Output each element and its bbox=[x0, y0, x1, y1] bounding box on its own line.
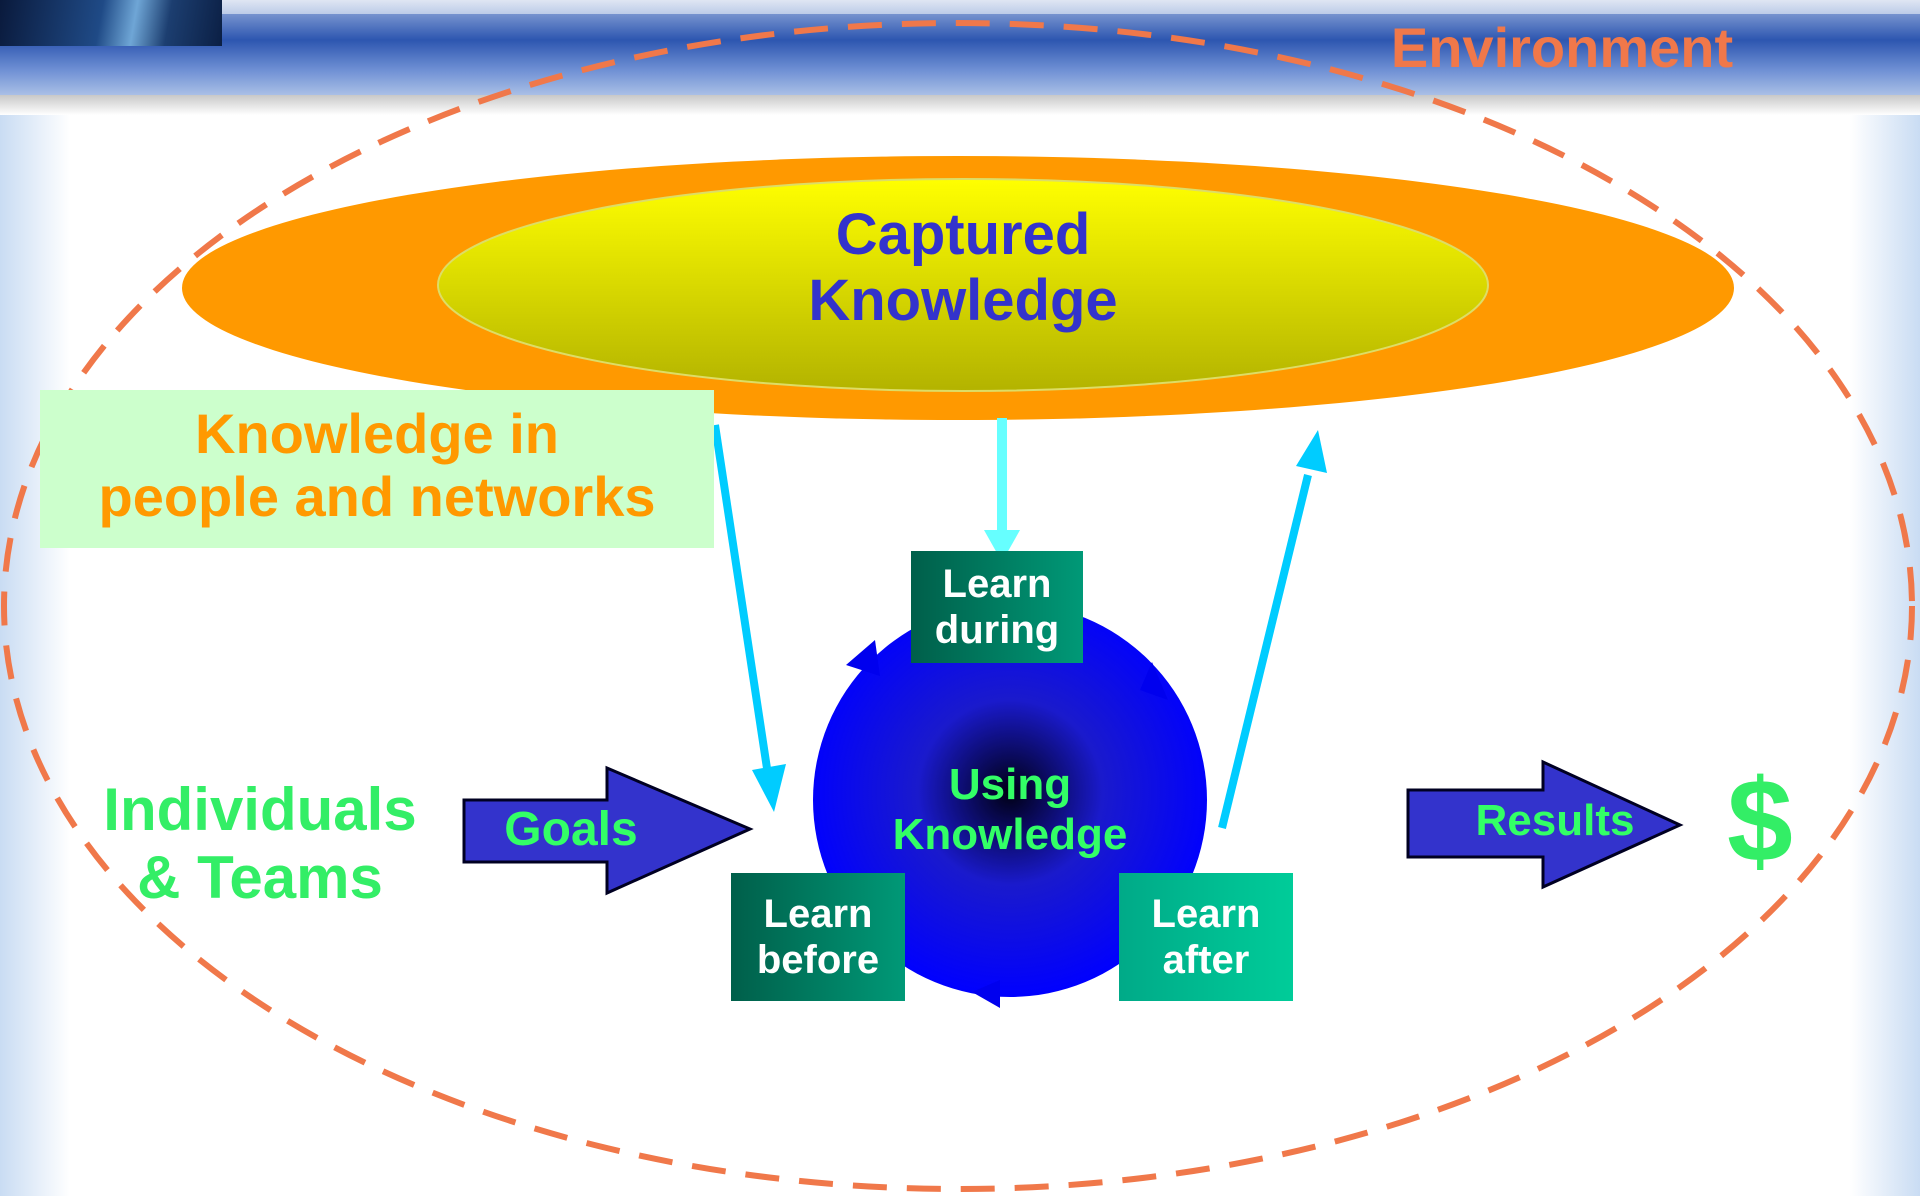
environment-label: Environment bbox=[1390, 16, 1734, 79]
arrow-after-to-captured bbox=[1218, 430, 1327, 829]
environment-boundary bbox=[1, 20, 1915, 1192]
goals-label: Goals bbox=[504, 803, 638, 856]
arrow-people-to-using bbox=[711, 424, 786, 812]
individuals-teams-label: Individuals & Teams bbox=[103, 776, 417, 911]
header-logo-image bbox=[0, 0, 222, 46]
results-arrow bbox=[1406, 759, 1684, 890]
arrow-captured-to-during bbox=[984, 418, 1020, 562]
learn-before-box: Learn before bbox=[731, 873, 905, 1001]
results-label: Results bbox=[1475, 796, 1635, 845]
learn-during-box: Learn during bbox=[911, 551, 1083, 663]
cycle-arrowhead-top-right bbox=[1140, 662, 1168, 700]
captured-knowledge-label: Captured Knowledge bbox=[808, 202, 1118, 333]
dollar-symbol: $ bbox=[1727, 755, 1793, 887]
captured-knowledge-inner-ellipse bbox=[437, 178, 1489, 392]
using-knowledge-label: Using Knowledge bbox=[892, 760, 1128, 859]
cycle-arrowhead-bottom bbox=[972, 980, 1000, 1008]
header-banner bbox=[0, 0, 1920, 95]
goals-arrow bbox=[462, 765, 754, 896]
cycle-arrowhead-top-left bbox=[846, 640, 880, 676]
knowledge-in-people-box bbox=[40, 390, 714, 548]
knowledge-in-people-label: Knowledge in people and networks bbox=[98, 402, 656, 529]
header-top-strip bbox=[0, 0, 1920, 14]
learn-after-box: Learn after bbox=[1119, 873, 1293, 1001]
using-knowledge-circle bbox=[813, 603, 1207, 997]
